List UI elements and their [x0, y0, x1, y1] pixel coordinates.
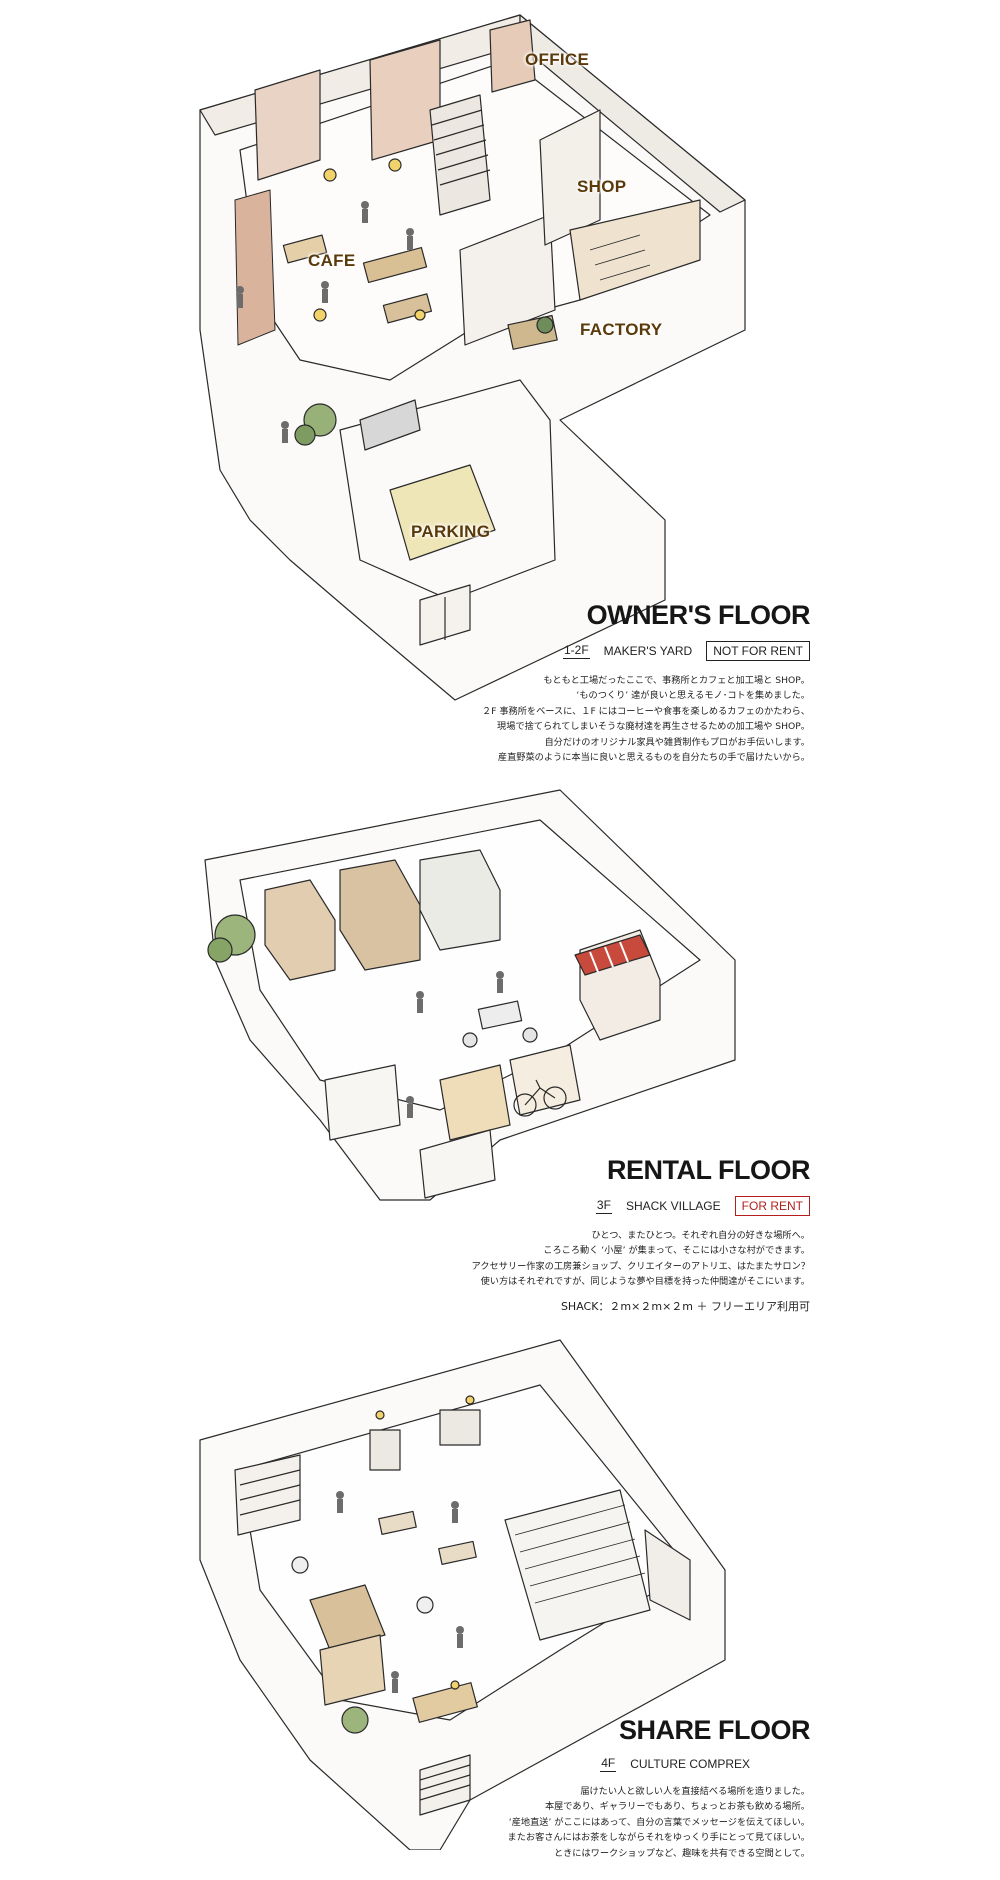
floor-name: MAKER'S YARD [603, 644, 693, 658]
floor-number: 3F [595, 1198, 612, 1214]
status-badge: NOT FOR RENT [706, 641, 810, 661]
rental-floor-meta: 3F SHACK VILLAGE FOR RENT [472, 1196, 810, 1216]
owners-floor-description: もともと工場だったここで、事務所とカフェと加工場と SHOP。 ʻものつくりʼ … [482, 673, 810, 765]
share-floor-title: SHARE FLOOR [618, 1715, 811, 1745]
desc-line: ʻ産地直送ʼ がここにはあって、自分の言葉でメッセージを伝えてほしい。 [508, 1816, 810, 1828]
parking-label: PARKING [411, 522, 491, 541]
desc-line: ときにはワークショップなど、趣味を共有できる空間として。 [553, 1847, 810, 1859]
rental-floor-text: RENTAL FLOOR 3F SHACK VILLAGE FOR RENT ひ… [472, 1155, 811, 1314]
factory-label: FACTORY [580, 320, 663, 339]
desc-line: 届けたい人と欲しい人を直接結べる場所を造りました。 [580, 1786, 810, 1797]
rental-floor-illustration [204, 789, 736, 1201]
desc-line: ２F 事務所をベースに、１F にはコーヒーや食事を楽しめるカフェのかたわら、 [481, 705, 810, 717]
desc-line: もともと工場だったここで、事務所とカフェと加工場と SHOP。 [543, 675, 810, 686]
desc-line: 使い方はそれぞれですが、同じような夢や目標を持った仲間達がそこにいます。 [480, 1276, 810, 1288]
owners-floor-meta: 1-2F MAKER'S YARD NOT FOR RENT [482, 641, 810, 661]
floor-name: CULTURE COMPREX [630, 1757, 750, 1771]
shop-label: SHOP [577, 177, 627, 196]
owners-floor-illustration [199, 14, 746, 701]
floor-number: 1-2F [562, 643, 590, 659]
floor-name: SHACK VILLAGE [625, 1199, 721, 1213]
desc-line: ころころ動く ʻ小屋ʼ が集まって、そこには小さな村ができます。 [543, 1245, 810, 1257]
desc-line: 現場で捨てられてしまいそうな廃材達を再生させるための加工場や SHOP。 [497, 721, 810, 733]
share-floor-illustration [199, 1339, 726, 1850]
desc-line: 自分だけのオリジナル家具や雑貨制作もプロがお手伝いします。 [544, 736, 810, 748]
share-floor-text: SHARE FLOOR 4F CULTURE COMPREX 届けたい人と欲しい… [508, 1715, 811, 1861]
desc-line: ʻものつくりʼ 達が良いと思えるモノ･コトを集めました。 [576, 690, 810, 702]
desc-line: ひとつ、またひとつ。それぞれ自分の好きな場所へ。 [591, 1230, 810, 1241]
owners-floor-title: OWNER'S FLOOR [586, 600, 811, 630]
desc-line: またお客さんにはお茶をしながらそれをゆっくり手にとって見てほしい。 [507, 1832, 810, 1844]
status-badge: FOR RENT [734, 1196, 810, 1216]
desc-line: 本屋であり、ギャラリーでもあり、ちょっとお茶も飲める場所。 [544, 1801, 810, 1813]
desc-line: 産直野菜のように本当に良いと思えるものを自分たちの手で届けたいから。 [497, 752, 810, 764]
share-floor-meta: 4F CULTURE COMPREX [508, 1756, 750, 1772]
rental-floor-title: RENTAL FLOOR [607, 1155, 811, 1185]
owners-floor-text: OWNER'S FLOOR 1-2F MAKER'S YARD NOT FOR … [482, 600, 811, 765]
cafe-label: CAFE [308, 251, 356, 270]
floor-number: 4F [600, 1756, 617, 1772]
rental-floor-description: ひとつ、またひとつ。それぞれ自分の好きな場所へ。 ころころ動く ʻ小屋ʼ が集ま… [472, 1228, 810, 1290]
share-floor-description: 届けたい人と欲しい人を直接結べる場所を造りました。 本屋であり、ギャラリーでもあ… [508, 1784, 810, 1861]
desc-line: アクセサリー作家の工房兼ショップ、クリエイターのアトリエ、はたまたサロン？ [471, 1260, 810, 1272]
office-label: OFFICE [525, 50, 590, 69]
shack-spec: SHACK：２m×２m×２m ＋ フリーエリア利用可 [560, 1299, 810, 1313]
